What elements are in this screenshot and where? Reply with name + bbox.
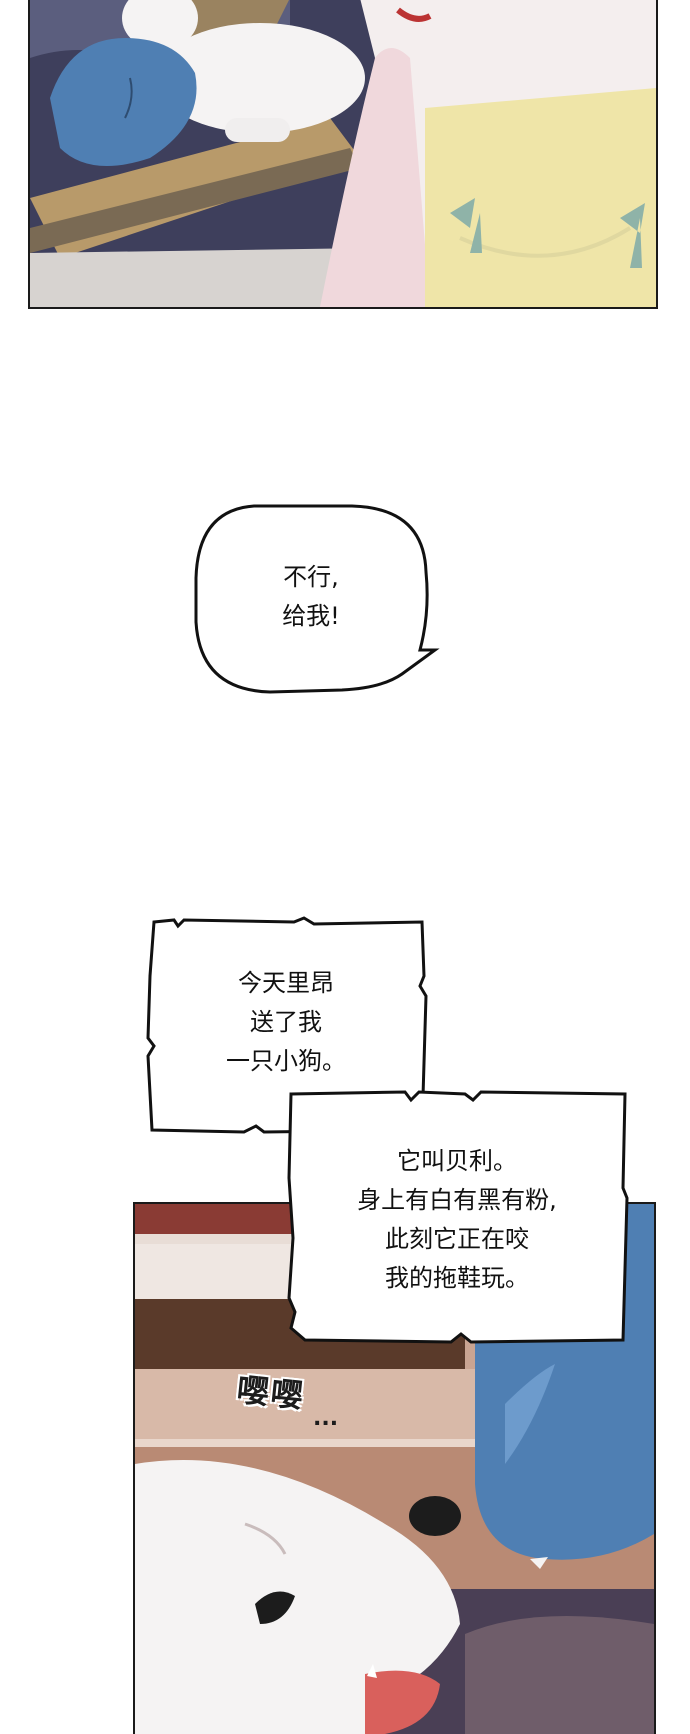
narration-line: 此刻它正在咬 <box>385 1225 529 1253</box>
sfx-text: 嘤嘤 <box>234 1370 307 1416</box>
narration-box-shape <box>287 1090 629 1344</box>
speech-bubble-shape <box>194 504 440 694</box>
narration-line: 我的拖鞋玩。 <box>385 1264 529 1292</box>
panel-bottom-illustration <box>135 1204 654 1734</box>
narration-box: 它叫贝利。 身上有白有黑有粉, 此刻它正在咬 我的拖鞋玩。 <box>285 1088 629 1346</box>
narration-line: 身上有白有黑有粉, <box>357 1186 557 1214</box>
narration-box: 今天里昂 送了我 一只小狗。 <box>144 916 428 1136</box>
narration-line: 它叫贝利。 <box>397 1147 517 1175</box>
narration-line: 今天里昂 <box>238 969 334 997</box>
speech-bubble: 不行, 给我! <box>192 502 440 698</box>
sfx-trail: ... <box>313 1406 339 1431</box>
comic-panel-top <box>28 0 658 309</box>
speech-line: 给我! <box>282 602 340 630</box>
narration-line: 送了我 <box>250 1008 322 1036</box>
narration-line: 一只小狗。 <box>226 1047 346 1075</box>
narration-box-shape <box>146 916 428 1134</box>
speech-line: 不行, <box>283 563 339 591</box>
panel-top-illustration <box>30 0 656 307</box>
whimper-sfx: 嘤嘤 ... <box>234 1368 357 1448</box>
